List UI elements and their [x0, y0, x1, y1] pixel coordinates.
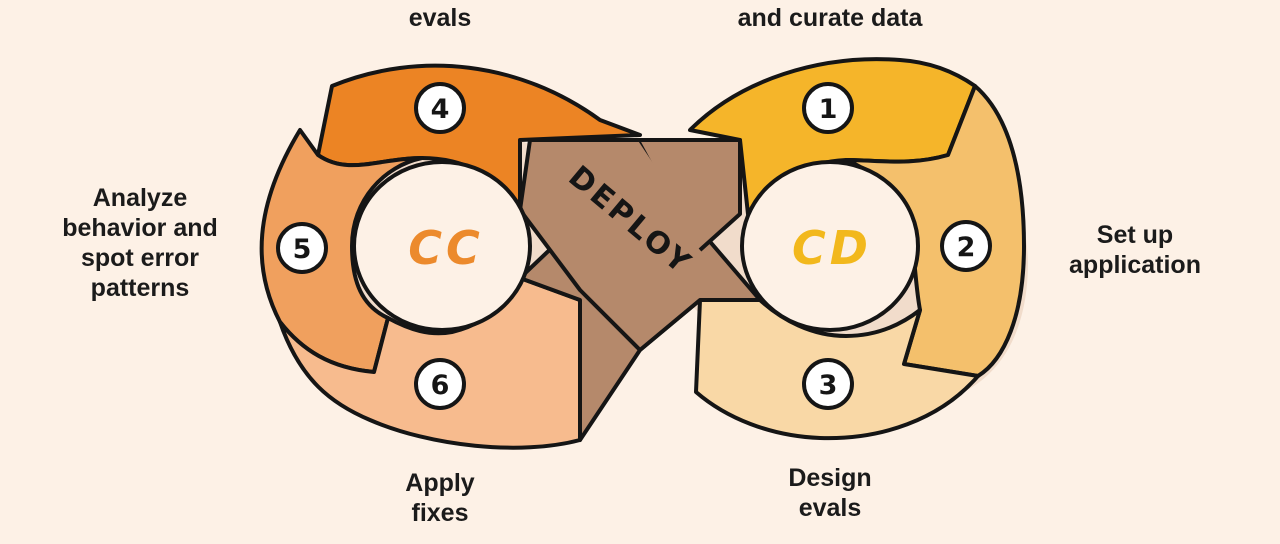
- step-5-caption-line-1: Analyze: [92, 184, 188, 212]
- step-5-caption: Analyze behavior and spot error patterns: [40, 183, 240, 303]
- cd-label: CD: [792, 221, 872, 275]
- step-3-number: 3: [819, 370, 838, 401]
- step-4-caption-line: evals: [408, 4, 472, 32]
- cd-inner-hole: [740, 160, 920, 332]
- deploy-band-edge: [640, 138, 742, 252]
- cc-inner-hole: [352, 160, 532, 332]
- step-5-badge: 5: [276, 222, 328, 274]
- step-2-caption-line-1: Set up: [1096, 221, 1174, 249]
- step-3-caption: Design evals: [760, 463, 900, 523]
- step-5-caption-line-4: patterns: [90, 274, 190, 302]
- step-3-caption-line-1: Design: [788, 464, 872, 492]
- step-6-caption-line-1: Apply: [405, 469, 475, 497]
- cc-label: CC: [408, 221, 484, 275]
- step-4-caption: evals: [380, 3, 500, 33]
- step-4-badge: 4: [414, 82, 466, 134]
- step-4-number: 4: [431, 94, 450, 125]
- step-3-badge: 3: [802, 358, 854, 410]
- step-5-number: 5: [293, 234, 312, 265]
- step-5-caption-line-3: spot error: [80, 244, 200, 272]
- step-1-caption-line: and curate data: [737, 4, 923, 32]
- step-2-caption-line-2: application: [1069, 251, 1201, 279]
- step-1-badge: 1: [802, 82, 854, 134]
- step-2-badge: 2: [940, 220, 992, 272]
- step-1-caption: and curate data: [700, 3, 960, 33]
- step-3-caption-line-2: evals: [798, 494, 862, 522]
- step-6-caption: Apply fixes: [370, 468, 510, 528]
- step-2-segment: [844, 84, 1026, 378]
- step-5-caption-line-2: behavior and: [62, 214, 218, 242]
- step-6-badge: 6: [414, 358, 466, 410]
- step-6-caption-line-2: fixes: [411, 499, 469, 527]
- step-2-caption: Set up application: [1040, 220, 1230, 280]
- step-1-number: 1: [819, 94, 838, 125]
- step-2-number: 2: [957, 232, 976, 263]
- step-6-number: 6: [431, 370, 450, 401]
- step-5-segment: [259, 128, 424, 374]
